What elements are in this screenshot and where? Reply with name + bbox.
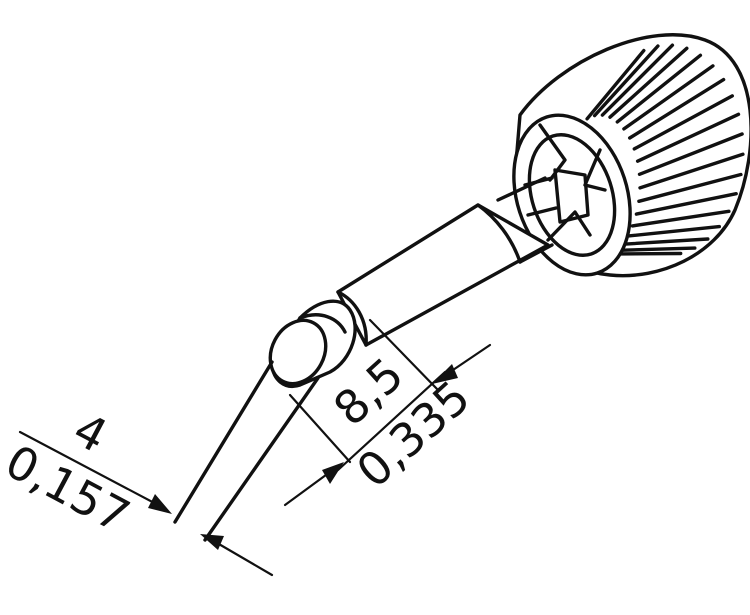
knurl-rib [634, 191, 738, 216]
knurl-rib [612, 246, 697, 253]
knurl-rib [615, 53, 703, 124]
tip-bend-face [268, 318, 328, 386]
knurl-rib [637, 132, 744, 177]
knurl-rib [622, 64, 715, 131]
knurl-rib [592, 44, 660, 118]
knurl-rib [619, 237, 710, 247]
knurl-rib [585, 48, 646, 121]
tip-bend [173, 299, 357, 542]
knurl-rib [632, 94, 734, 151]
knob-face [512, 113, 632, 277]
knurled-knob [512, 33, 750, 278]
knurl-rib [628, 77, 726, 140]
knurl-rib [625, 224, 721, 238]
knurl-rib [608, 46, 689, 119]
knurl-rib [637, 172, 743, 204]
tip-width-mm-label: 4 [65, 402, 116, 463]
knob-knurl-ribs [585, 43, 745, 256]
knurl-rib [638, 152, 745, 190]
knurl-rib [630, 209, 731, 228]
knurl-rib [600, 43, 675, 117]
knurl-rib [635, 112, 741, 163]
